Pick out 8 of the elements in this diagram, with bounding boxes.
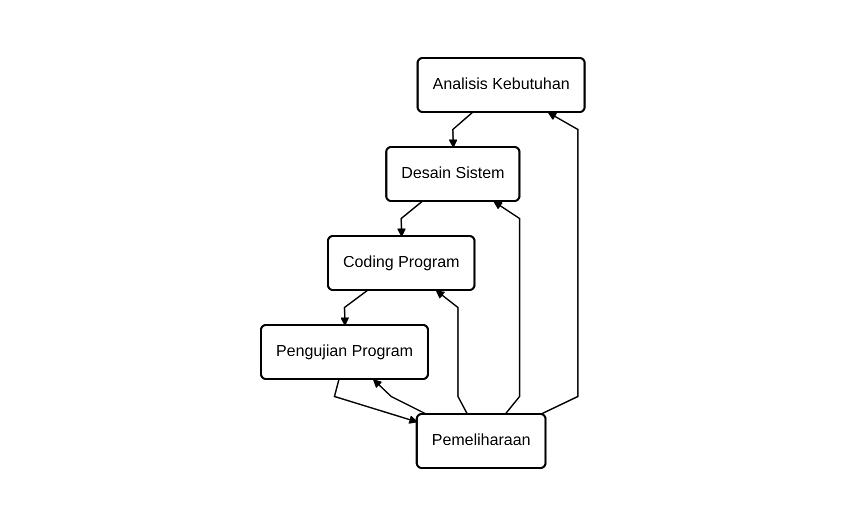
arrow [435,290,468,415]
arrow [448,112,473,148]
arrow [493,201,520,415]
arrow [340,290,368,326]
arrow [333,379,418,424]
arrow [540,112,578,416]
arrow [372,379,428,416]
arrow [396,200,422,237]
